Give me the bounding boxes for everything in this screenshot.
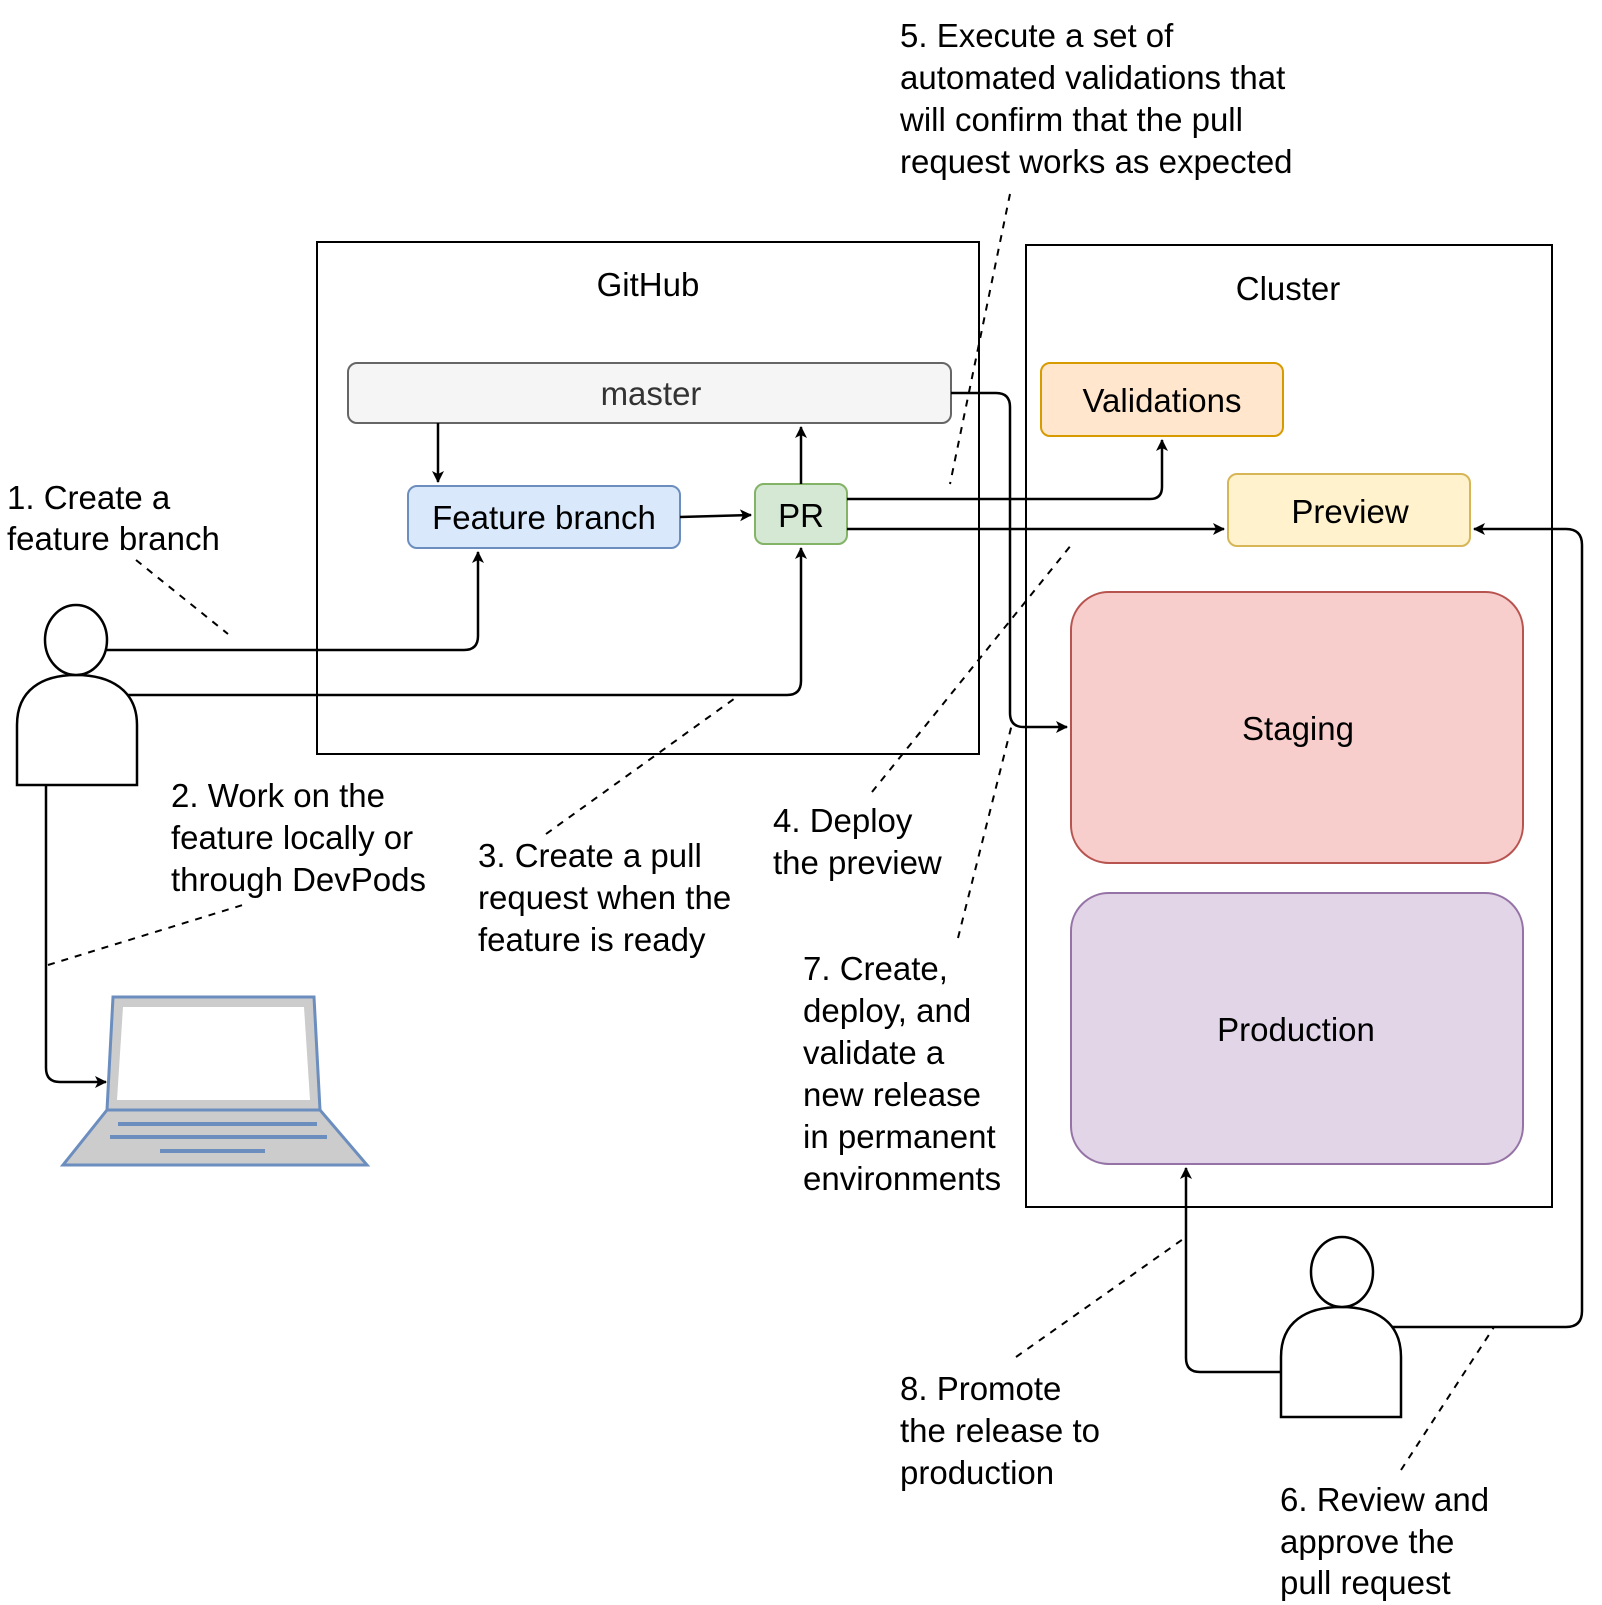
- leader-step3: [545, 695, 739, 835]
- edge-pr-to-validations: [847, 439, 1168, 501]
- master-label: master: [601, 375, 702, 412]
- edge-developer-to-feature-branch: [106, 551, 484, 652]
- leader-step6: [1400, 1326, 1495, 1471]
- edge-developer-to-pr: [120, 547, 807, 697]
- annotation-step7: 7. Create, deploy, and validate a new re…: [803, 950, 1005, 1197]
- production-label: Production: [1217, 1011, 1375, 1048]
- staging-node[interactable]: Staging: [1070, 591, 1524, 864]
- leader-step8: [1015, 1236, 1187, 1358]
- annotation-step6: 6. Review and approve the pull request: [1280, 1481, 1498, 1601]
- leader-step2: [47, 903, 247, 966]
- validations-label: Validations: [1083, 382, 1242, 419]
- developer-user-icon: [15, 603, 139, 787]
- edge-developer-to-laptop: [44, 785, 107, 1088]
- pr-label: PR: [778, 497, 824, 534]
- annotation-leaders: [47, 193, 1495, 1471]
- master-node[interactable]: master: [347, 362, 952, 424]
- annotation-step4: 4. Deploy the preview: [773, 802, 942, 881]
- reviewer-user-icon: [1279, 1235, 1403, 1419]
- annotation-step8: 8. Promote the release to production: [900, 1370, 1109, 1491]
- edge-master-to-staging: [951, 391, 1068, 733]
- annotation-step3: 3. Create a pull request when the featur…: [478, 837, 740, 958]
- cluster-title: Cluster: [1236, 270, 1341, 307]
- feature-branch-label: Feature branch: [432, 499, 656, 536]
- annotation-step5: 5. Execute a set of automated validation…: [899, 17, 1294, 180]
- edge-reviewer-to-production: [1180, 1167, 1283, 1374]
- preview-label: Preview: [1291, 493, 1409, 530]
- connectors: [44, 391, 1584, 1374]
- preview-node[interactable]: Preview: [1227, 473, 1471, 547]
- production-node[interactable]: Production: [1070, 892, 1524, 1165]
- pr-node[interactable]: PR: [754, 483, 848, 545]
- staging-label: Staging: [1242, 710, 1354, 747]
- edge-feature-branch-to-pr: [679, 509, 752, 522]
- annotation-step1: 1. Create a feature branch: [7, 479, 220, 557]
- laptop-icon: [59, 995, 371, 1167]
- leader-step4: [871, 543, 1073, 793]
- edge-reviewer-to-preview: [1392, 523, 1584, 1329]
- leader-step1: [135, 559, 229, 635]
- github-title: GitHub: [597, 266, 700, 303]
- feature-branch-node[interactable]: Feature branch: [407, 485, 681, 549]
- validations-node[interactable]: Validations: [1040, 362, 1284, 437]
- annotation-step2: 2. Work on the feature locally or throug…: [171, 777, 426, 898]
- leader-step7: [957, 723, 1013, 939]
